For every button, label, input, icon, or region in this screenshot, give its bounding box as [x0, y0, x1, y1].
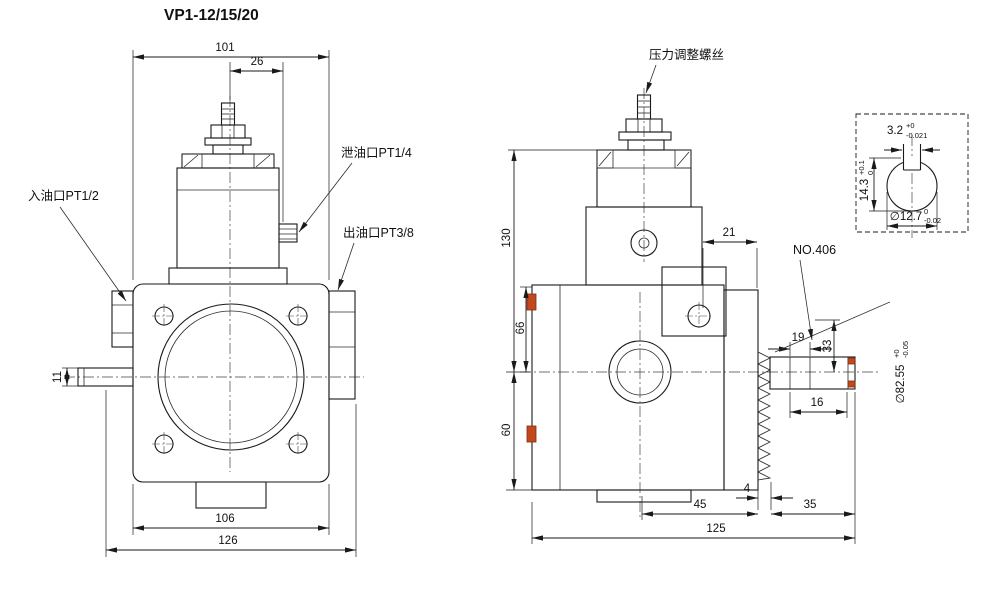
front-inlet-flange — [111, 290, 134, 348]
dim-130: 130 — [501, 228, 513, 247]
front-dimensions: 101 26 11 106 126 — [52, 42, 357, 557]
dim-21: 21 — [723, 227, 736, 239]
key-width-tol-lower: -0.021 — [906, 131, 927, 140]
dim-16: 16 — [811, 397, 824, 409]
dia-tol-upper: +0 — [892, 349, 901, 358]
shaft-dia-tol-upper: 0 — [924, 207, 928, 216]
dim-66: 66 — [515, 322, 527, 335]
no406-label: NO.406 — [793, 243, 836, 257]
dim-60: 60 — [501, 424, 513, 437]
dim-101: 101 — [215, 42, 234, 54]
dim-key-width: 3.2 — [887, 125, 903, 137]
dia-tol-lower: -0.05 — [901, 341, 910, 358]
shaft-dia-tol-lower: -0.02 — [924, 216, 941, 225]
side-view: 130 66 60 21 19 — [501, 47, 910, 544]
front-pump-housing — [132, 283, 330, 509]
dim-key-height: 14.3 — [859, 179, 871, 201]
side-adjust-screw — [618, 94, 672, 151]
dim-125: 125 — [706, 523, 725, 535]
side-rear-flange — [723, 289, 772, 491]
front-shaft — [77, 367, 134, 387]
front-outlet-flange — [328, 290, 356, 400]
key-height-tol-lower: 0 — [866, 171, 875, 175]
drain-port-label: 泄油口PT1/4 — [341, 146, 412, 160]
side-dimensions: 130 66 60 21 19 — [501, 149, 910, 544]
shaft-seal-top — [847, 357, 856, 365]
dim-26: 26 — [251, 56, 264, 68]
dim-shaft-diameter: ∅12.7 — [890, 211, 922, 223]
detail-border — [855, 113, 969, 233]
side-port-block — [661, 266, 727, 337]
front-drain-port — [278, 223, 298, 243]
pressure-screw-label: 压力调整螺丝 — [649, 47, 724, 62]
dim-106: 106 — [215, 513, 234, 525]
dim-35: 35 — [804, 499, 817, 511]
front-view: 101 26 11 106 126 入油口PT1/2 泄油口PT1/4 — [28, 42, 414, 557]
shaft-key-detail: 3.2 +0 -0.021 14.3 +0.1 0 ∅12.7 0 -0.02 — [855, 113, 969, 238]
shaft-seal-bottom — [847, 380, 856, 388]
dim-shaft-pilot-diameter: ∅82.55 — [895, 365, 907, 404]
side-shaft — [769, 356, 856, 390]
front-labels: 入油口PT1/2 泄油口PT1/4 出油口PT3/8 — [28, 146, 414, 302]
front-valve-body — [168, 153, 288, 285]
body-seal-lower — [526, 425, 537, 443]
side-labels: 压力调整螺丝 NO.406 — [645, 47, 836, 341]
side-pump-housing — [531, 284, 725, 503]
body-seal-upper — [526, 293, 537, 311]
dim-45: 45 — [694, 499, 707, 511]
front-adjust-screw — [204, 102, 252, 155]
outlet-port-label: 出油口PT3/8 — [343, 226, 414, 240]
dim-33: 33 — [822, 340, 834, 353]
inlet-port-label: 入油口PT1/2 — [28, 189, 99, 203]
key-width-tol-upper: +0 — [906, 121, 915, 130]
key-height-tol-upper: +0.1 — [857, 160, 866, 175]
dim-126: 126 — [218, 535, 237, 547]
drawing-title: VP1-12/15/20 — [164, 7, 259, 24]
dim-4: 4 — [744, 483, 751, 495]
dim-11: 11 — [52, 371, 64, 383]
